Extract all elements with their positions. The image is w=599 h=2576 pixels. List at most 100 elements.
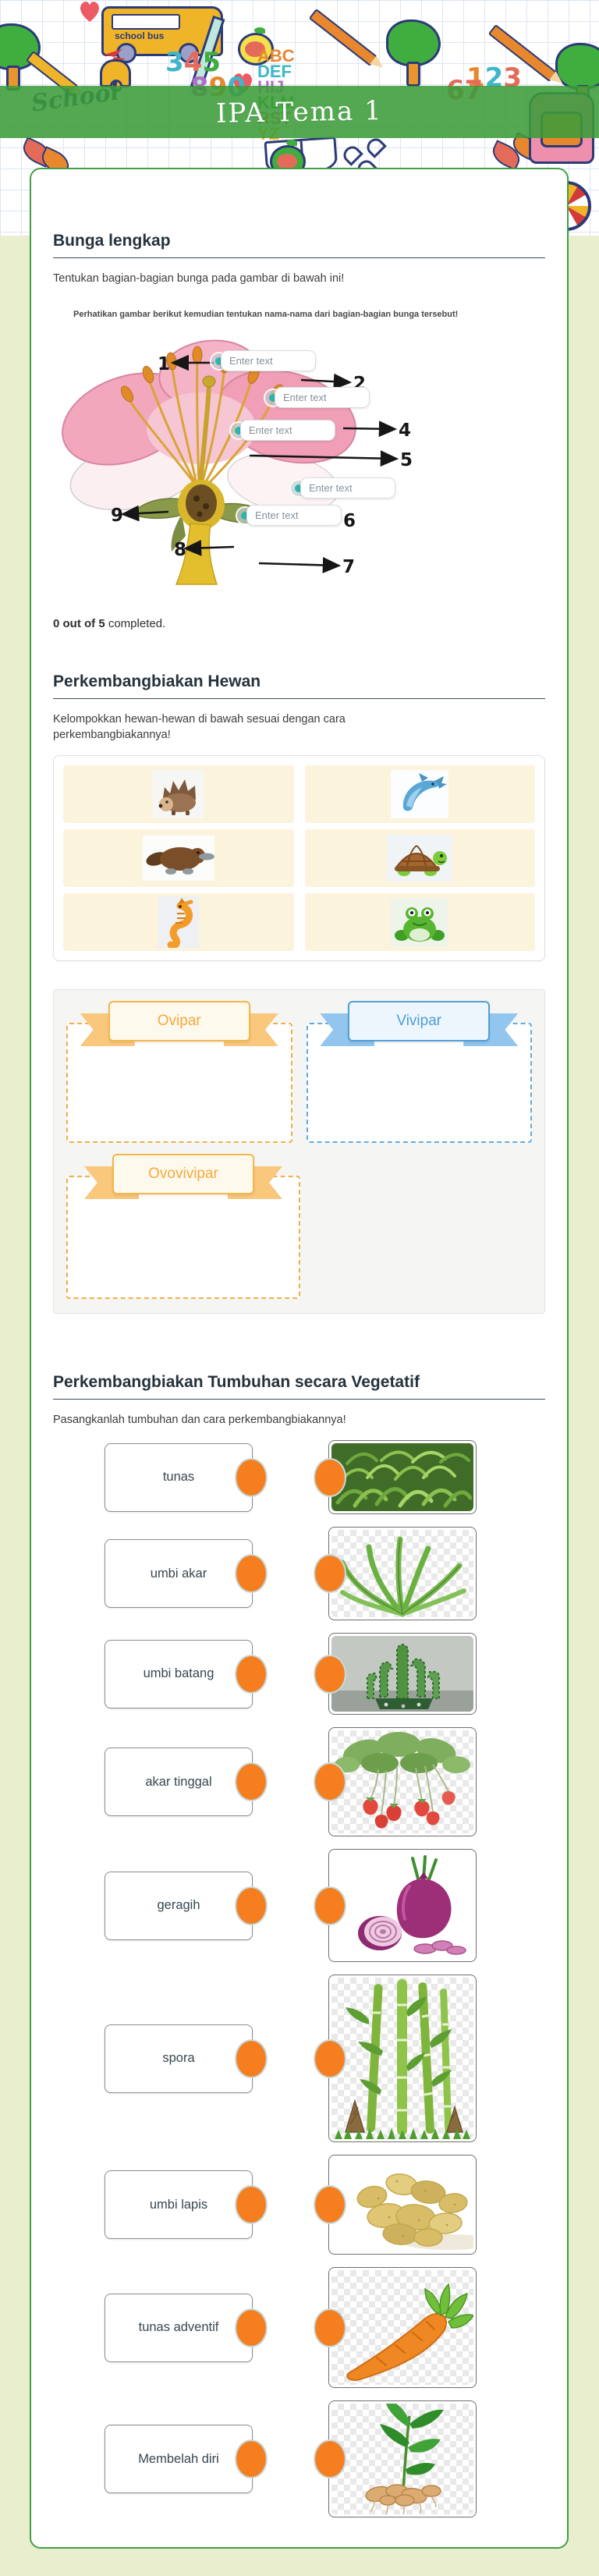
- match-label-box[interactable]: tunas adventif: [105, 2293, 268, 2362]
- cactus-image: [331, 1636, 473, 1712]
- draggable-animal-hedgehog[interactable]: [63, 765, 294, 823]
- bamboo-image: [335, 1979, 470, 2139]
- turtle-image: [387, 835, 453, 882]
- connector-dot[interactable]: [235, 1457, 268, 1497]
- bunga-instruction: Tentukan bagian-bagian bunga pada gambar…: [53, 272, 345, 285]
- match-label-text: tunas adventif: [138, 2320, 219, 2334]
- match-label-text: umbi akar: [150, 1566, 207, 1581]
- seahorse-image: [158, 896, 199, 948]
- flower-marker-6: 6: [343, 511, 356, 531]
- connector-dot[interactable]: [235, 2185, 268, 2224]
- connector-dot[interactable]: [314, 1554, 346, 1593]
- match-label-text: akar tinggal: [145, 1774, 212, 1789]
- match-row-membelah-diri: Membelah diri: [53, 2400, 545, 2517]
- worksheet-card: Bunga lengkap Tentukan bagian-bagian bun…: [30, 168, 569, 2549]
- connector-dot[interactable]: [235, 1886, 268, 1925]
- matching-rows: tunas: [53, 1440, 545, 2517]
- section-divider: [53, 1399, 545, 1400]
- progress-count: 0 out of 5: [53, 617, 105, 630]
- flower-answer-input-1[interactable]: [221, 350, 316, 371]
- draggable-animal-frog[interactable]: [304, 893, 535, 951]
- vivipar-label: Vivipar: [348, 1001, 491, 1041]
- match-row-umbi-akar: umbi akar: [53, 1527, 545, 1620]
- match-row-akar-tinggal: akar tinggal: [53, 1727, 545, 1836]
- connector-dot[interactable]: [314, 2185, 346, 2224]
- section-title-bunga: Bunga lengkap: [53, 232, 171, 250]
- match-image-box[interactable]: [314, 1727, 477, 1836]
- match-label-box[interactable]: spora: [105, 2024, 268, 2093]
- match-label-text: geragih: [157, 1898, 200, 1912]
- moss-image: [331, 1443, 473, 1511]
- flower-answer-input-4[interactable]: [300, 477, 395, 499]
- potatoes-image: [331, 2158, 473, 2251]
- connector-dot[interactable]: [235, 2439, 268, 2478]
- connector-dot[interactable]: [235, 1554, 268, 1593]
- draggable-animal-seahorse[interactable]: [63, 893, 294, 951]
- dropzone-ovipar[interactable]: Ovipar: [66, 1001, 292, 1143]
- tree-doodle: [386, 20, 441, 87]
- match-row-umbi-lapis: umbi lapis: [53, 2155, 545, 2255]
- dropzone-ovovivipar[interactable]: Ovovivipar: [66, 1154, 300, 1299]
- section-divider: [53, 257, 545, 258]
- draggable-animal-platypus[interactable]: [63, 829, 294, 887]
- draggable-animal-dolphin[interactable]: [304, 765, 535, 823]
- dropzone-vivipar[interactable]: Vivipar: [306, 1001, 532, 1143]
- flower-labeling-widget: 1 2 4 5 6 7 8 9: [53, 327, 545, 586]
- flower-marker-4: 4: [399, 420, 411, 441]
- connector-dot[interactable]: [235, 2308, 268, 2347]
- flower-marker-7: 7: [342, 557, 355, 577]
- match-label-text: tunas: [162, 1470, 195, 1484]
- sorting-dropzones-container: Ovipar Vivipar Ovovivipar: [53, 989, 545, 1314]
- red-onion-image: [331, 1852, 473, 1959]
- connector-dot[interactable]: [235, 1654, 268, 1694]
- draggable-animal-turtle[interactable]: [304, 829, 535, 887]
- match-image-box[interactable]: [314, 1849, 477, 1962]
- worksheet-title-banner: IPA Tema 1: [0, 86, 599, 138]
- match-label-box[interactable]: umbi lapis: [105, 2170, 268, 2239]
- connector-dot[interactable]: [314, 1762, 346, 1801]
- flower-widget-instruction: Perhatikan gambar berikut kemudian tentu…: [73, 310, 459, 319]
- ovipar-ribbon: Ovipar: [80, 1001, 278, 1046]
- match-row-spora: spora: [53, 1975, 545, 2142]
- flower-marker-1: 1: [158, 354, 170, 374]
- match-image-box[interactable]: [314, 2155, 477, 2255]
- match-image-box[interactable]: [314, 2400, 477, 2517]
- connector-dot[interactable]: [314, 2308, 346, 2347]
- match-label-text: spora: [162, 2051, 195, 2065]
- tumbuhan-instruction: Pasangkanlah tumbuhan dan cara perkemban…: [53, 1414, 346, 1426]
- flower-marker-8: 8: [174, 540, 186, 560]
- flower-answer-input-5[interactable]: [246, 505, 342, 526]
- flower-answer-input-2[interactable]: [275, 387, 370, 408]
- connector-dot[interactable]: [235, 2038, 268, 2078]
- match-label-box[interactable]: umbi batang: [105, 1639, 268, 1708]
- match-label-box[interactable]: umbi akar: [105, 1539, 268, 1608]
- flower-marker-9: 9: [111, 506, 123, 526]
- carrot-image: [346, 2283, 473, 2381]
- platypus-image: [142, 836, 214, 881]
- flower-answer-input-3[interactable]: [240, 420, 335, 441]
- ovovivipar-ribbon: Ovovivipar: [84, 1154, 282, 1199]
- connector-dot[interactable]: [314, 1886, 346, 1925]
- worksheet-title: IPA Tema 1: [215, 94, 384, 130]
- match-label-text: Membelah diri: [138, 2451, 219, 2466]
- section-title-tumbuhan: Perkembangbiakan Tumbuhan secara Vegetat…: [53, 1373, 420, 1391]
- section-divider: [53, 698, 545, 699]
- match-image-box[interactable]: [314, 1440, 477, 1514]
- match-label-box[interactable]: geragih: [105, 1871, 268, 1940]
- fern-image: [339, 1536, 466, 1617]
- connector-dot[interactable]: [314, 2439, 346, 2478]
- heart-doodle: [78, 0, 101, 22]
- match-label-box[interactable]: Membelah diri: [105, 2425, 268, 2493]
- connector-dot[interactable]: [314, 2038, 346, 2078]
- connector-dot[interactable]: [314, 1457, 346, 1497]
- match-label-box[interactable]: tunas: [105, 1442, 268, 1512]
- pencil-doodle: [308, 8, 378, 67]
- dolphin-image: [391, 770, 449, 818]
- match-image-box[interactable]: [314, 2267, 477, 2388]
- match-image-box[interactable]: [314, 1633, 477, 1715]
- match-image-box[interactable]: [314, 1527, 477, 1620]
- connector-dot[interactable]: [314, 1654, 346, 1694]
- match-image-box[interactable]: [314, 1975, 477, 2142]
- match-label-box[interactable]: akar tinggal: [105, 1747, 268, 1816]
- connector-dot[interactable]: [235, 1762, 268, 1801]
